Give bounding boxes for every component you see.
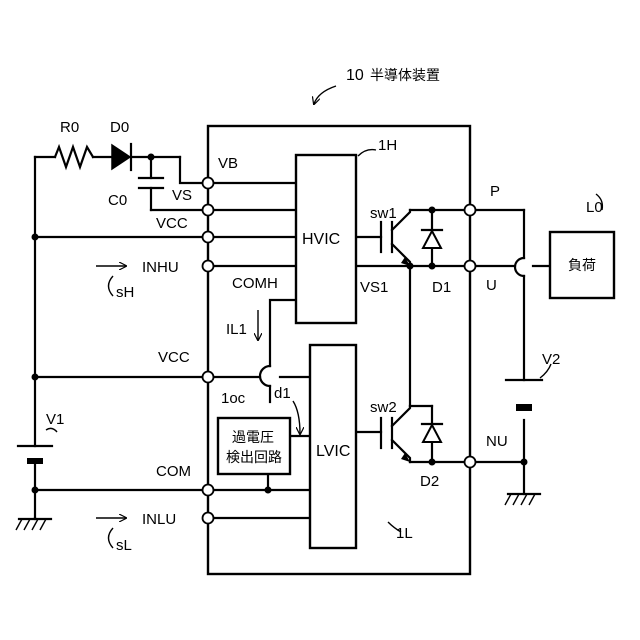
vcc-mid-label: VCC <box>158 349 190 366</box>
oc-line1-label: 過電圧 <box>232 430 274 446</box>
resistor-r0 <box>55 147 93 167</box>
il1-label: IL1 <box>226 321 247 338</box>
diode-d1-label: D1 <box>432 279 451 296</box>
sw2-label: sw2 <box>370 399 397 416</box>
battery-v2 <box>506 380 542 411</box>
diode-d2-label: D2 <box>420 473 439 490</box>
lvic-ref-label: 1L <box>396 525 413 542</box>
lvic-label: LVIC <box>316 443 350 460</box>
hvic-ref-label: 1H <box>378 137 397 154</box>
sw1-label: sw1 <box>370 205 397 222</box>
vb-label: VB <box>218 155 238 172</box>
device-number-label: 10 <box>346 67 364 84</box>
device-name-label: 半導体装置 <box>370 68 440 84</box>
load-label: 負荷 <box>568 258 596 274</box>
vs-label: VS <box>172 187 192 204</box>
l0-label: L0 <box>586 199 603 216</box>
oc-line2-label: 検出回路 <box>226 450 282 466</box>
sh-label: sH <box>116 284 134 301</box>
oc-ref-label: 1oc <box>221 390 246 407</box>
v1-label: V1 <box>46 411 64 428</box>
igbt-sw2-gate <box>381 418 410 462</box>
r0-label: R0 <box>60 119 79 136</box>
comh-label: COMH <box>232 275 278 292</box>
diode-d0 <box>112 144 131 170</box>
hvic-label: HVIC <box>302 231 340 248</box>
com-label: COM <box>156 463 191 480</box>
nu-label: NU <box>486 433 508 450</box>
p-label: P <box>490 183 500 200</box>
inhu-label: INHU <box>142 259 179 276</box>
c0-label: C0 <box>108 192 127 209</box>
ground-left-icon <box>16 518 51 530</box>
d0-label: D0 <box>110 119 129 136</box>
ground-right-icon <box>505 494 540 505</box>
diode-d1-symbol <box>422 230 442 248</box>
diode-d2-symbol <box>422 424 442 442</box>
v2-label: V2 <box>542 351 560 368</box>
igbt-sw1-gate <box>381 222 410 266</box>
d1-signal-label: d1 <box>274 385 291 402</box>
sl-label: sL <box>116 537 132 554</box>
battery-v1 <box>18 446 52 464</box>
vcc-top-label: VCC <box>156 215 188 232</box>
inlu-label: INLU <box>142 511 176 528</box>
vs1-label: VS1 <box>360 279 388 296</box>
capacitor-c0 <box>139 178 163 188</box>
u-label: U <box>486 277 497 294</box>
